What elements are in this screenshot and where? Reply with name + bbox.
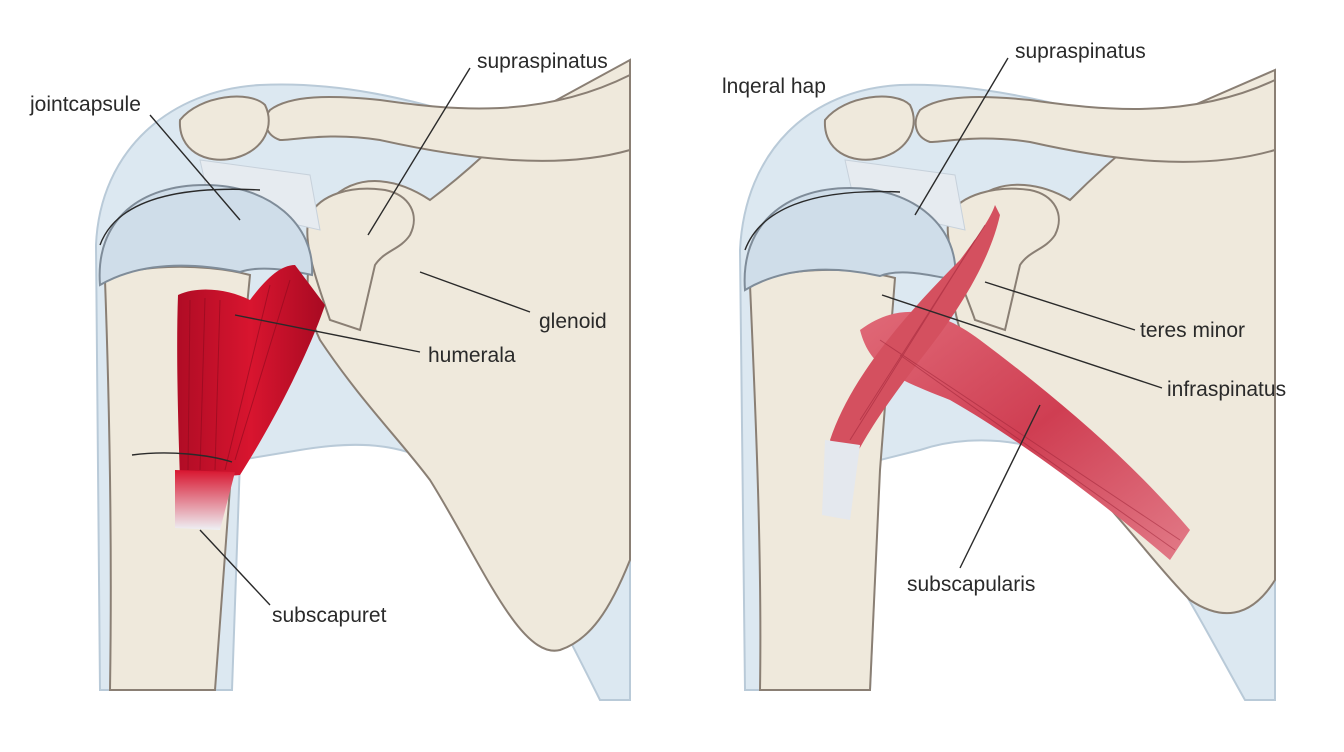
leader-subscapuret bbox=[199, 529, 271, 606]
label-lngeral-hap: lnqeral hap bbox=[722, 75, 826, 98]
right-panel: lnqeral hap supraspinatus teres minor in… bbox=[722, 40, 1286, 701]
leader-joint-capsule bbox=[149, 114, 241, 221]
label-teres-minor: teres minor bbox=[1140, 319, 1245, 342]
label-subscapularis: subscapularis bbox=[907, 573, 1035, 596]
right-capsule-arc bbox=[744, 190, 901, 251]
left-clavicle bbox=[264, 73, 631, 162]
label-humerala: humerala bbox=[428, 344, 516, 367]
left-muscle-fibres bbox=[187, 279, 291, 471]
left-panel: jointcapsule supraspinatus glenoid humer… bbox=[29, 50, 631, 701]
label-supraspinatus-right: supraspinatus bbox=[1015, 40, 1146, 63]
right-muscle-fibres bbox=[849, 224, 1181, 551]
left-tendon bbox=[175, 470, 235, 530]
leader-subscapularis bbox=[959, 404, 1041, 569]
left-acromion bbox=[178, 95, 270, 161]
right-acromion bbox=[823, 95, 915, 161]
right-humeral-head bbox=[743, 186, 957, 292]
left-capsule-arc bbox=[99, 188, 261, 246]
left-coracoid bbox=[306, 187, 415, 332]
right-tendon bbox=[822, 440, 860, 520]
left-red-muscle bbox=[177, 265, 325, 480]
label-supraspinatus-left: supraspinatus bbox=[477, 50, 608, 73]
label-joint-capsule: jointcapsule bbox=[29, 93, 141, 116]
label-infraspinatus: infraspinatus bbox=[1167, 378, 1286, 401]
leader-supraspinatus-right bbox=[914, 57, 1009, 216]
label-glenoid: glenoid bbox=[539, 310, 607, 333]
leader-humerala bbox=[234, 314, 421, 353]
leader-glenoid bbox=[419, 271, 531, 313]
right-clavicle bbox=[914, 78, 1276, 163]
leader-teres-minor bbox=[984, 281, 1136, 331]
leader-infraspinatus bbox=[881, 294, 1163, 389]
label-subscapuret: subscapuret bbox=[272, 604, 387, 627]
leader-supraspinatus-left bbox=[367, 67, 471, 236]
right-teres-minor-muscle bbox=[830, 205, 1000, 480]
left-humeral-head bbox=[98, 183, 314, 287]
left-shaft-band bbox=[131, 452, 233, 463]
